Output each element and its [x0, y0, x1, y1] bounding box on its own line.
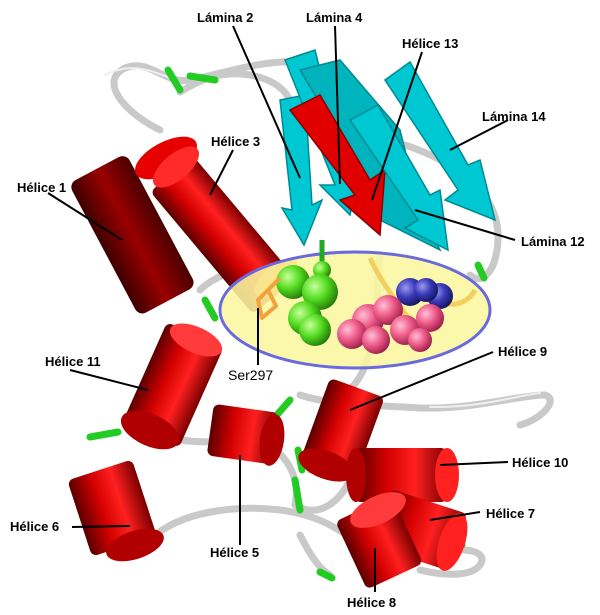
label-helice-13: Hélice 13 — [402, 36, 458, 51]
label-helice-1: Hélice 1 — [17, 180, 66, 195]
label-helice-3: Hélice 3 — [211, 134, 260, 149]
label-helice-11: Hélice 11 — [45, 354, 101, 369]
label-lamina-4: Lámina 4 — [306, 10, 363, 25]
label-helice-7: Hélice 7 — [486, 506, 535, 521]
helix-6 — [67, 459, 168, 567]
label-helice-10: Hélice 10 — [512, 455, 568, 470]
label-lamina-2: Lámina 2 — [197, 10, 253, 25]
beta-sheets — [280, 50, 495, 250]
label-lamina-14: Lámina 14 — [482, 109, 546, 124]
label-helice-8: Hélice 8 — [347, 595, 396, 610]
label-ser297: Ser297 — [228, 367, 273, 383]
label-helice-6: Hélice 6 — [10, 519, 59, 534]
label-helice-5: Hélice 5 — [210, 545, 259, 560]
label-lamina-12: Lámina 12 — [521, 234, 585, 249]
label-helice-9: Hélice 9 — [498, 344, 547, 359]
